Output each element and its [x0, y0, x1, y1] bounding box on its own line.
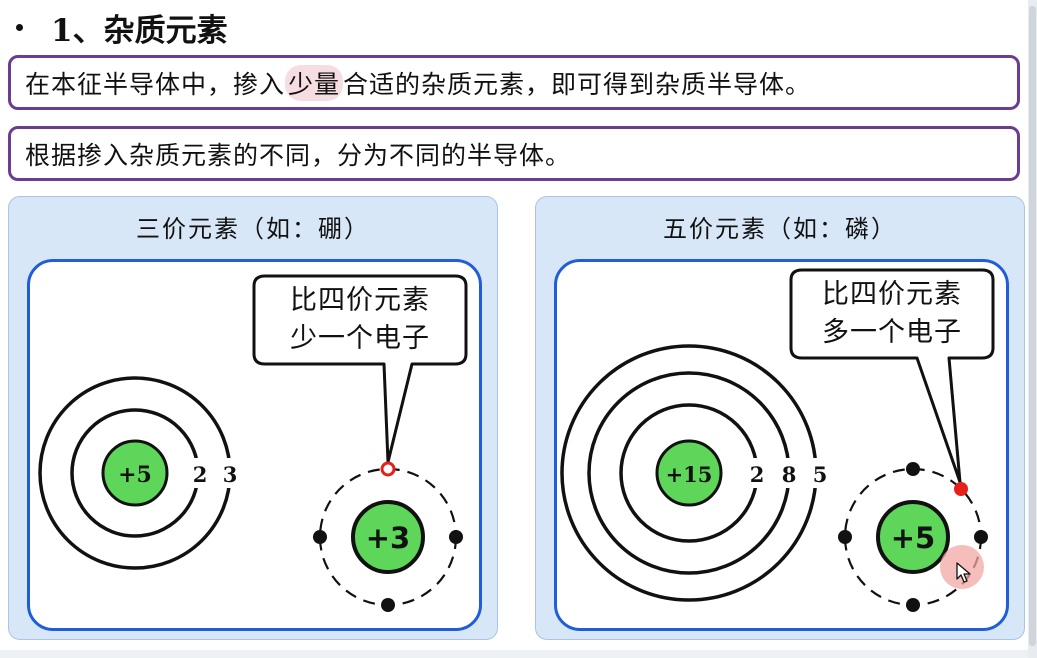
- definition-box: 在本征半导体中，掺入少量合适的杂质元素，即可得到杂质半导体。: [8, 55, 1020, 110]
- pentavalent-shell-count-3: 5: [813, 462, 828, 487]
- slide-heading: 1、杂质元素: [10, 4, 228, 50]
- scrollbar-thumb[interactable]: [1029, 6, 1036, 646]
- pentavalent-shell-count-2: 8: [782, 462, 797, 487]
- pentavalent-core-nucleus: [876, 500, 950, 574]
- pentavalent-callout-text: 比四价元素 多一个电子: [791, 276, 993, 352]
- pentavalent-core-label: +5: [891, 521, 935, 555]
- bottom-edge: [0, 650, 1028, 658]
- classification-box: 根据掺入杂质元素的不同，分为不同的半导体。: [8, 126, 1020, 181]
- classification-text: 根据掺入杂质元素的不同，分为不同的半导体。: [25, 140, 572, 170]
- trivalent-atom-nucleus-label: +5: [118, 462, 152, 488]
- pentavalent-diagram: +15 2 8 5 +5 比四价元素 多一个电子: [554, 259, 1009, 631]
- pentavalent-callout-line-1: 比四价元素: [822, 279, 962, 310]
- definition-text-start: 在本征半导体中，掺入: [25, 69, 286, 99]
- mouse-pointer-icon: [956, 562, 971, 583]
- trivalent-core-nucleus: [351, 500, 425, 574]
- valence-electron: [381, 598, 395, 612]
- extra-electron: [954, 482, 968, 496]
- vertical-scrollbar[interactable]: [1028, 0, 1037, 658]
- pentavalent-callout-line-2: 多一个电子: [822, 317, 962, 348]
- trivalent-svg: +5 2 3 +3: [38, 274, 468, 612]
- pentavalent-panel: 五价元素（如：磷） +15 2 8 5 +5: [535, 196, 1025, 640]
- heading-text: 1、杂质元素: [51, 12, 228, 49]
- pentavalent-callout-bubble: [789, 268, 995, 484]
- pentavalent-svg: +15 2 8 5 +5: [560, 268, 995, 612]
- hole-marker: [380, 461, 396, 477]
- trivalent-shell-count-2: 3: [223, 462, 238, 487]
- pentavalent-atom-nucleus-label: +15: [666, 462, 713, 487]
- trivalent-label-mask: [190, 458, 242, 488]
- valence-electron: [906, 598, 920, 612]
- trivalent-diagram: +5 2 3 +3 比四价元素 少一个电子: [27, 259, 482, 631]
- valence-electron: [906, 462, 920, 476]
- trivalent-atom-nucleus: [101, 439, 169, 507]
- trivalent-shell-count-1: 2: [193, 462, 208, 487]
- trivalent-panel: 三价元素（如：硼） +5 2 3 +3: [8, 196, 498, 640]
- pentavalent-atom-nucleus: [655, 439, 723, 507]
- trivalent-callout-text: 比四价元素 少一个电子: [254, 282, 466, 358]
- trivalent-core-label: +3: [366, 521, 410, 555]
- bullet-icon: [16, 23, 23, 31]
- trivalent-panel-title: 三价元素（如：硼）: [136, 215, 370, 243]
- valence-electron: [313, 530, 327, 544]
- trivalent-callout-line-1: 比四价元素: [290, 285, 430, 316]
- valence-electron: [838, 530, 852, 544]
- pentavalent-shell-count-1: 2: [750, 462, 765, 487]
- valence-electron: [449, 530, 463, 544]
- trivalent-callout-line-2: 少一个电子: [290, 323, 430, 354]
- definition-highlight: 少量: [285, 64, 344, 101]
- valence-electron: [974, 530, 988, 544]
- pentavalent-panel-title: 五价元素（如：磷）: [663, 215, 897, 243]
- trivalent-callout-bubble: [252, 274, 468, 464]
- pentavalent-label-mask: [747, 458, 827, 488]
- definition-text-end: 合适的杂质元素，即可得到杂质半导体。: [343, 69, 812, 99]
